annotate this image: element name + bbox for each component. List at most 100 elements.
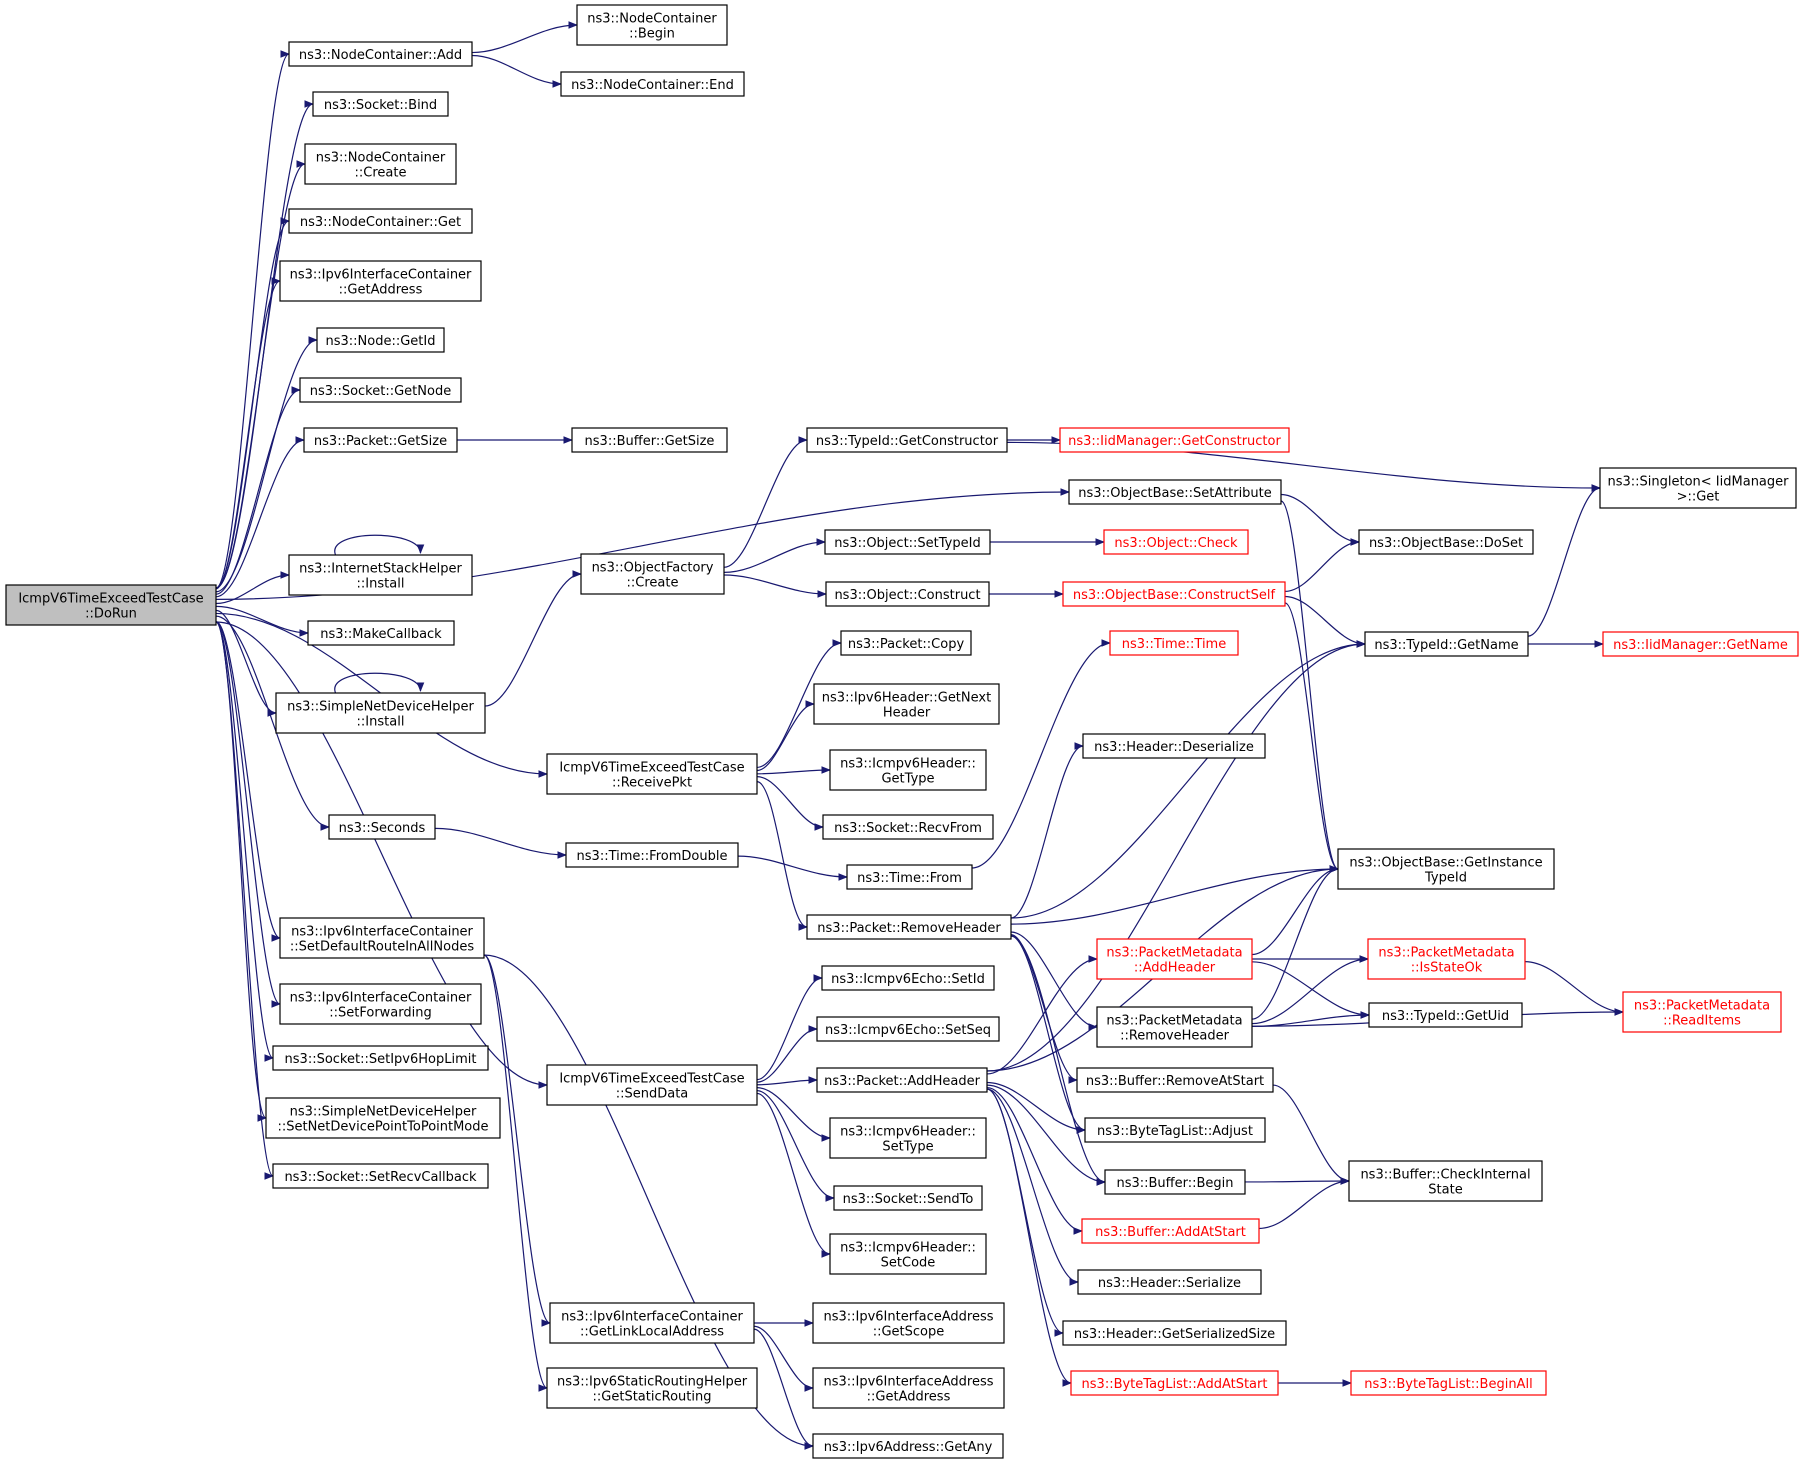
node-sock-recvfrom[interactable]: ns3::Socket::RecvFrom bbox=[822, 814, 994, 840]
node-seconds[interactable]: ns3::Seconds bbox=[328, 814, 436, 840]
call-edge-seconds-to-time_fromdouble bbox=[434, 827, 567, 859]
node-ob-setattr[interactable]: ns3::ObjectBase::SetAttribute bbox=[1068, 479, 1282, 505]
call-edge-nc_add-to-nc_end bbox=[471, 54, 562, 88]
node-sock-bind[interactable]: ns3::Socket::Bind bbox=[312, 91, 449, 117]
node-ipv6addr-getany[interactable]: ns3::Ipv6Address::GetAny bbox=[812, 1433, 1004, 1459]
node-root[interactable]: IcmpV6TimeExceedTestCase::DoRun bbox=[5, 584, 217, 626]
node-ipv6ic-setdefault[interactable]: ns3::Ipv6InterfaceContainer::SetDefaultR… bbox=[279, 917, 485, 959]
node-label-line: ns3::InternetStackHelper bbox=[299, 562, 462, 577]
call-edge-ob_setattr-to-ob_getinst bbox=[1280, 500, 1339, 873]
node-tc-senddata[interactable]: IcmpV6TimeExceedTestCase::SendData bbox=[546, 1064, 758, 1106]
node-ipv6ia-getaddr[interactable]: ns3::Ipv6InterfaceAddress::GetAddress bbox=[812, 1367, 1005, 1409]
node-obj-construct[interactable]: ns3::Object::Construct bbox=[825, 581, 990, 607]
call-edge-buf_removeatstart-to-buf_checkinternal bbox=[1272, 1084, 1350, 1185]
call-edge-tid_getname-to-singleton_get bbox=[1527, 484, 1601, 637]
node-label-line: ns3::Packet::GetSize bbox=[314, 434, 447, 449]
node-tid-getuid[interactable]: ns3::TypeId::GetUid bbox=[1368, 1002, 1523, 1028]
call-edge-tc_receivepkt-to-ipv6h_getnext bbox=[756, 700, 815, 772]
node-btl-adjust[interactable]: ns3::ByteTagList::Adjust bbox=[1084, 1117, 1266, 1143]
node-time-time[interactable]: ns3::Time::Time bbox=[1109, 630, 1239, 656]
node-label-line: ns3::Icmpv6Echo::SetId bbox=[831, 972, 985, 987]
node-of-create[interactable]: ns3::ObjectFactory::Create bbox=[580, 553, 725, 595]
node-obj-settypeid[interactable]: ns3::Object::SetTypeId bbox=[824, 529, 991, 555]
node-ipv6srh-getstatic[interactable]: ns3::Ipv6StaticRoutingHelper::GetStaticR… bbox=[546, 1367, 758, 1409]
node-btl-addatstart[interactable]: ns3::ByteTagList::AddAtStart bbox=[1070, 1370, 1279, 1396]
node-btl-beginall[interactable]: ns3::ByteTagList::BeginAll bbox=[1350, 1370, 1547, 1396]
node-sndh-install[interactable]: ns3::SimpleNetDeviceHelper::Install bbox=[275, 692, 486, 734]
node-nc-begin[interactable]: ns3::NodeContainer::Begin bbox=[576, 4, 728, 46]
node-label-line: ns3::Packet::Copy bbox=[848, 637, 965, 652]
call-edge-root-to-sock_getnode bbox=[215, 386, 301, 595]
node-icmpv6echo-setseq[interactable]: ns3::Icmpv6Echo::SetSeq bbox=[816, 1016, 1000, 1042]
node-sock-sethop[interactable]: ns3::Socket::SetIpv6HopLimit bbox=[272, 1045, 489, 1071]
node-buf-addatstart[interactable]: ns3::Buffer::AddAtStart bbox=[1081, 1218, 1260, 1244]
node-nc-end[interactable]: ns3::NodeContainer::End bbox=[560, 71, 745, 97]
node-nc-create[interactable]: ns3::NodeContainer::Create bbox=[304, 143, 457, 185]
node-box bbox=[1622, 991, 1782, 1033]
call-edge-pkt_removeheader-to-btl_adjust bbox=[1010, 935, 1086, 1134]
call-edge-ob_constructself-to-ob_doset bbox=[1284, 538, 1360, 592]
node-pm-addheader[interactable]: ns3::PacketMetadata::AddHeader bbox=[1096, 938, 1253, 980]
node-buf-begin[interactable]: ns3::Buffer::Begin bbox=[1104, 1169, 1246, 1195]
node-icmpv6h-settype[interactable]: ns3::Icmpv6Header::SetType bbox=[829, 1117, 987, 1159]
node-pkt-addheader[interactable]: ns3::Packet::AddHeader bbox=[816, 1067, 988, 1093]
node-hdr-getsersize[interactable]: ns3::Header::GetSerializedSize bbox=[1062, 1320, 1287, 1346]
node-buf-removeatstart[interactable]: ns3::Buffer::RemoveAtStart bbox=[1076, 1067, 1274, 1093]
node-time-from[interactable]: ns3::Time::From bbox=[846, 864, 973, 890]
call-edge-tc_senddata-to-icmpv6h_setcode bbox=[756, 1092, 831, 1258]
node-hdr-serialize[interactable]: ns3::Header::Serialize bbox=[1077, 1269, 1262, 1295]
node-pkt-getsize[interactable]: ns3::Packet::GetSize bbox=[303, 427, 458, 453]
node-node-getid[interactable]: ns3::Node::GetId bbox=[316, 327, 445, 353]
node-sock-getnode[interactable]: ns3::Socket::GetNode bbox=[299, 377, 462, 403]
node-pkt-removeheader[interactable]: ns3::Packet::RemoveHeader bbox=[806, 914, 1012, 940]
node-label-line: ns3::ByteTagList::AddAtStart bbox=[1082, 1377, 1268, 1392]
node-sock-setrecvcb[interactable]: ns3::Socket::SetRecvCallback bbox=[272, 1163, 489, 1189]
node-time-fromdouble[interactable]: ns3::Time::FromDouble bbox=[565, 842, 739, 868]
node-box bbox=[806, 914, 1012, 940]
node-iid-getctor[interactable]: ns3::IidManager::GetConstructor bbox=[1059, 427, 1290, 453]
node-icmpv6h-gettype[interactable]: ns3::Icmpv6Header::GetType bbox=[829, 749, 987, 791]
node-box bbox=[1070, 1370, 1279, 1396]
node-label-line: ::SetNetDevicePointToPointMode bbox=[277, 1120, 488, 1135]
node-icmpv6h-setcode[interactable]: ns3::Icmpv6Header::SetCode bbox=[829, 1233, 987, 1275]
node-makecb[interactable]: ns3::MakeCallback bbox=[307, 620, 455, 646]
node-pm-readitems[interactable]: ns3::PacketMetadata::ReadItems bbox=[1622, 991, 1782, 1033]
node-box bbox=[1358, 529, 1534, 555]
node-label-line: ns3::Ipv6InterfaceAddress bbox=[823, 1375, 993, 1390]
node-sndh-setp2p[interactable]: ns3::SimpleNetDeviceHelper::SetNetDevice… bbox=[265, 1097, 501, 1139]
node-ipv6ia-getscope[interactable]: ns3::Ipv6InterfaceAddress::GetScope bbox=[812, 1302, 1005, 1344]
node-singleton-get[interactable]: ns3::Singleton< IidManager>::Get bbox=[1599, 467, 1797, 509]
node-box bbox=[1076, 1067, 1274, 1093]
node-box bbox=[1096, 938, 1253, 980]
node-sock-sendto[interactable]: ns3::Socket::SendTo bbox=[833, 1185, 983, 1211]
node-icmpv6echo-setid[interactable]: ns3::Icmpv6Echo::SetId bbox=[821, 965, 995, 991]
node-buf-getsize[interactable]: ns3::Buffer::GetSize bbox=[571, 427, 728, 453]
node-ob-doset[interactable]: ns3::ObjectBase::DoSet bbox=[1358, 529, 1534, 555]
node-nc-get[interactable]: ns3::NodeContainer::Get bbox=[288, 208, 473, 234]
node-pkt-copy[interactable]: ns3::Packet::Copy bbox=[840, 630, 972, 656]
node-hdr-deser[interactable]: ns3::Header::Deserialize bbox=[1082, 733, 1266, 759]
node-pm-removeheader[interactable]: ns3::PacketMetadata::RemoveHeader bbox=[1096, 1006, 1253, 1048]
node-label-line: ns3::SimpleNetDeviceHelper bbox=[290, 1105, 477, 1120]
node-box bbox=[1602, 631, 1799, 657]
node-ipv6ic-getaddr[interactable]: ns3::Ipv6InterfaceContainer::GetAddress bbox=[279, 260, 482, 302]
node-ish-install[interactable]: ns3::InternetStackHelper::Install bbox=[288, 554, 473, 596]
node-ipv6ic-setfwd[interactable]: ns3::Ipv6InterfaceContainer::SetForwardi… bbox=[279, 983, 482, 1025]
call-edge-root-to-sndh_setp2p bbox=[215, 621, 267, 1122]
node-iid-getname[interactable]: ns3::IidManager::GetName bbox=[1602, 631, 1799, 657]
node-tc-receivepkt[interactable]: IcmpV6TimeExceedTestCase::ReceivePkt bbox=[546, 753, 758, 795]
node-label-line: ::Create bbox=[355, 166, 407, 181]
node-tid-getctor[interactable]: ns3::TypeId::GetConstructor bbox=[806, 427, 1008, 453]
node-pm-isstateok[interactable]: ns3::PacketMetadata::IsStateOk bbox=[1367, 938, 1526, 980]
call-edge-root-to-ipv6ic_setfwd bbox=[215, 621, 281, 1008]
node-ipv6ic-getlinklocal[interactable]: ns3::Ipv6InterfaceContainer::GetLinkLoca… bbox=[549, 1302, 755, 1344]
node-label-line: ns3::NodeContainer bbox=[587, 12, 717, 27]
node-nc-add[interactable]: ns3::NodeContainer::Add bbox=[288, 41, 473, 67]
node-tid-getname[interactable]: ns3::TypeId::GetName bbox=[1364, 631, 1529, 657]
node-obj-check[interactable]: ns3::Object::Check bbox=[1103, 529, 1249, 555]
call-edge-pkt_removeheader-to-buf_begin bbox=[1010, 935, 1106, 1186]
node-ob-constructself[interactable]: ns3::ObjectBase::ConstructSelf bbox=[1062, 581, 1286, 607]
